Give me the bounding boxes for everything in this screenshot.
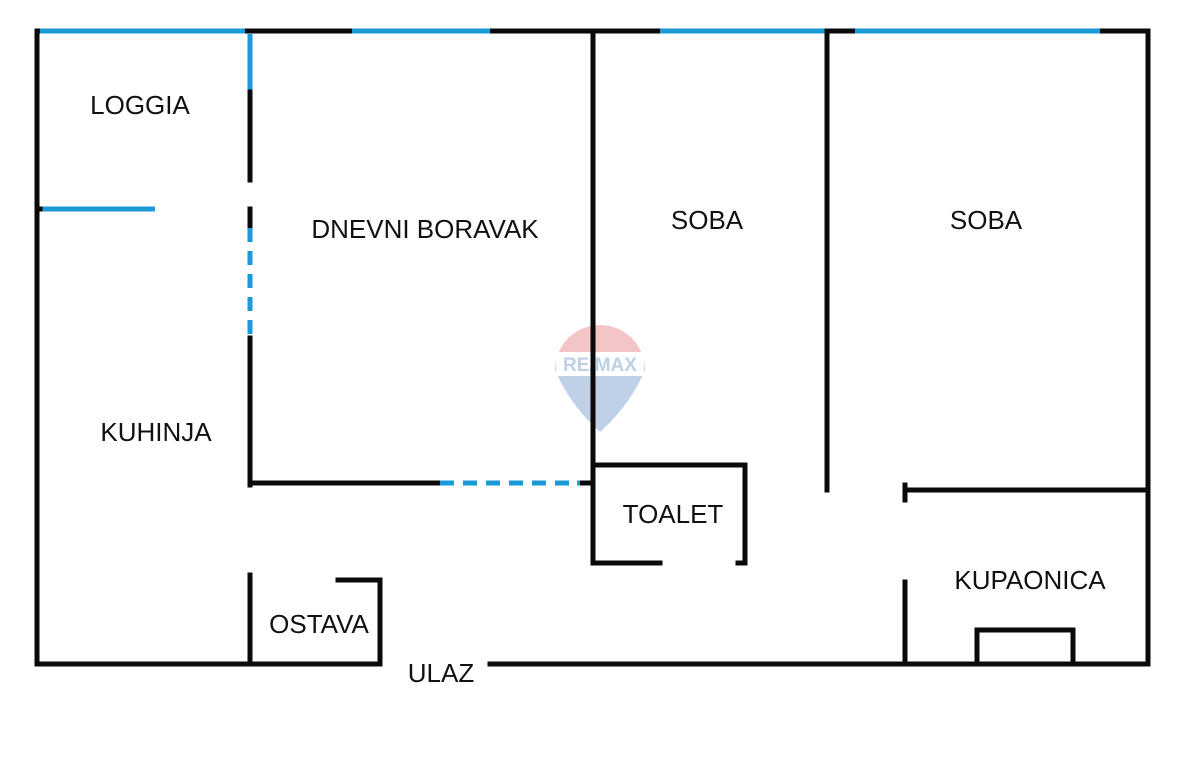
windows [40, 28, 1100, 212]
room-label-room-2: SOBA [950, 205, 1023, 235]
interior-walls [34, 28, 1149, 667]
room-label-storage: OSTAVA [269, 609, 369, 639]
entrance-label: ULAZ [408, 658, 475, 688]
room-label-room-1: SOBA [671, 205, 744, 235]
remax-watermark: RE/MAX [555, 325, 645, 432]
room-label-loggia: LOGGIA [90, 90, 190, 120]
room-label-kitchen: KUHINJA [100, 417, 212, 447]
room-label-toilet: TOALET [623, 499, 724, 529]
room-label-living-room: DNEVNI BORAVAK [311, 214, 539, 244]
watermark-text: RE/MAX [563, 355, 637, 376]
room-label-bathroom: KUPAONICA [954, 565, 1106, 595]
glass-partitions [247, 228, 580, 486]
